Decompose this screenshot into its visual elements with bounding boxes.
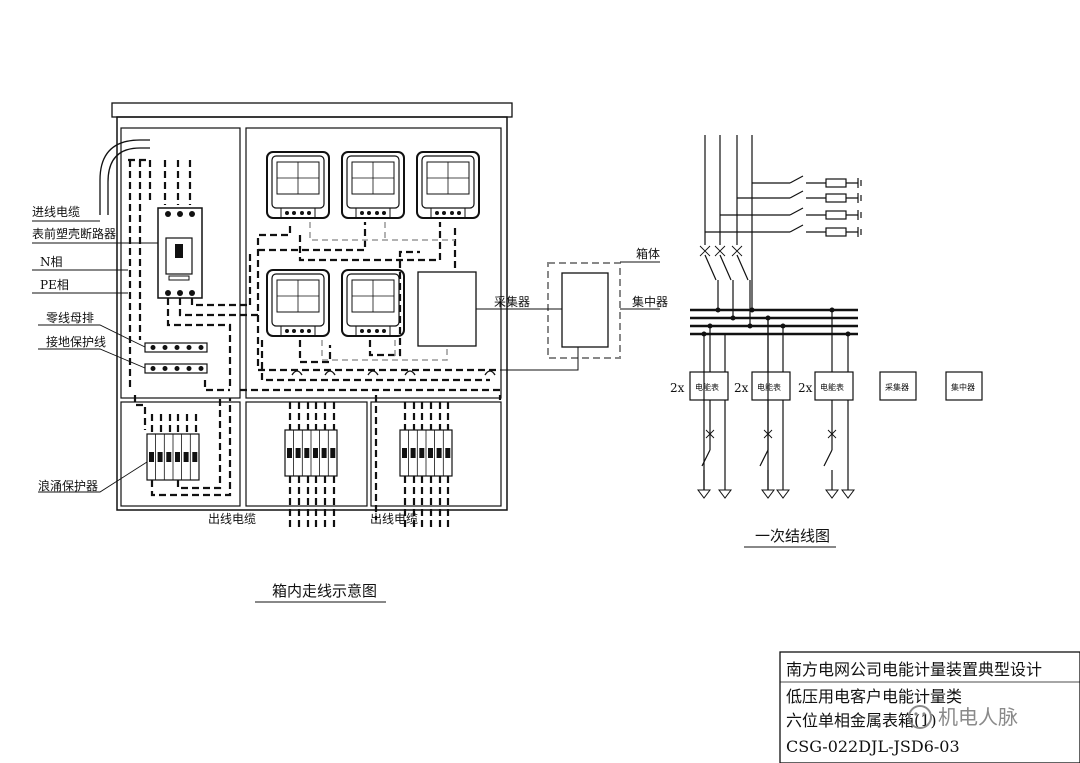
meter-4 bbox=[266, 269, 330, 337]
neutral-bus-bar bbox=[144, 342, 208, 353]
ground-4 bbox=[776, 483, 790, 499]
watermark-text: 机电人脉 bbox=[938, 705, 1018, 729]
label-surge-protector: 浪涌保护器 bbox=[38, 478, 98, 493]
label-collector: 采集器 bbox=[494, 294, 530, 309]
main-breaker bbox=[157, 207, 203, 299]
branch-breakers-2 bbox=[399, 429, 453, 477]
label-concentrator: 集中器 bbox=[632, 294, 668, 309]
signal-wiring bbox=[309, 222, 455, 361]
incoming-cable bbox=[99, 139, 150, 215]
label-pe-phase: PE相 bbox=[40, 278, 69, 292]
meter-branches bbox=[689, 310, 983, 490]
meter-label-3: 电能表 bbox=[820, 382, 844, 392]
meter-5 bbox=[341, 269, 405, 337]
wire-crossings bbox=[291, 370, 496, 376]
meter-3 bbox=[416, 151, 480, 219]
title-line-1: 南方电网公司电能计量装置典型设计 bbox=[786, 660, 1042, 679]
caption-wiring-diagram: 箱内走线示意图 bbox=[272, 582, 377, 600]
meter-count-2: 2x bbox=[734, 381, 749, 395]
caption-primary-diagram: 一次结线图 bbox=[755, 527, 830, 545]
label-outgoing-cable-1: 出线电缆 bbox=[208, 512, 256, 526]
concentrator-label: 集中器 bbox=[951, 382, 975, 392]
concentrator-box bbox=[561, 272, 609, 348]
bus-nodes bbox=[701, 307, 851, 337]
label-box-body: 箱体 bbox=[636, 246, 660, 261]
ground-3 bbox=[761, 483, 775, 499]
label-n-phase: N相 bbox=[40, 255, 63, 269]
wechat-icon bbox=[908, 705, 932, 729]
ground-6 bbox=[841, 483, 855, 499]
lower-wiring bbox=[150, 395, 502, 530]
watermark: 机电人脉 bbox=[908, 705, 1018, 729]
meter-wiring bbox=[240, 222, 500, 392]
collector-box bbox=[417, 271, 477, 347]
meter-1 bbox=[266, 151, 330, 219]
label-incoming-cable: 进线电缆 bbox=[32, 205, 80, 219]
meter-label-1: 电能表 bbox=[695, 382, 719, 392]
label-ground-wire: 接地保护线 bbox=[46, 334, 106, 349]
concentrator-dashed-enclosure bbox=[547, 262, 621, 359]
label-meter-front-breaker: 表前塑壳断路器 bbox=[32, 226, 116, 241]
ground-5 bbox=[825, 483, 839, 499]
ground-2 bbox=[718, 483, 732, 499]
ground-bus-bar bbox=[144, 363, 208, 374]
title-line-2: 低压用电客户电能计量类 bbox=[786, 687, 962, 706]
left-wiring bbox=[128, 158, 250, 430]
branch-breakers-1 bbox=[284, 429, 338, 477]
meter-2 bbox=[341, 151, 405, 219]
meter-count-1: 2x bbox=[670, 381, 685, 395]
title-block bbox=[779, 651, 1080, 763]
surge-protector-breakers bbox=[146, 433, 200, 481]
ground-1 bbox=[697, 483, 711, 499]
meter-count-3: 2x bbox=[798, 381, 813, 395]
title-line-4: CSG-022DJL-JSD6-03 bbox=[786, 737, 960, 756]
meter-label-2: 电能表 bbox=[757, 382, 781, 392]
label-outgoing-cable-2: 出线电缆 bbox=[370, 512, 418, 526]
leader-lines bbox=[32, 220, 660, 493]
title-line-3: 六位单相金属表箱(1) bbox=[786, 711, 937, 730]
bus-bars bbox=[690, 308, 858, 336]
primary-schematic bbox=[699, 135, 862, 326]
cabinet bbox=[111, 102, 513, 511]
label-neutral-bus: 零线母排 bbox=[46, 311, 94, 325]
collector-label: 采集器 bbox=[885, 382, 909, 392]
